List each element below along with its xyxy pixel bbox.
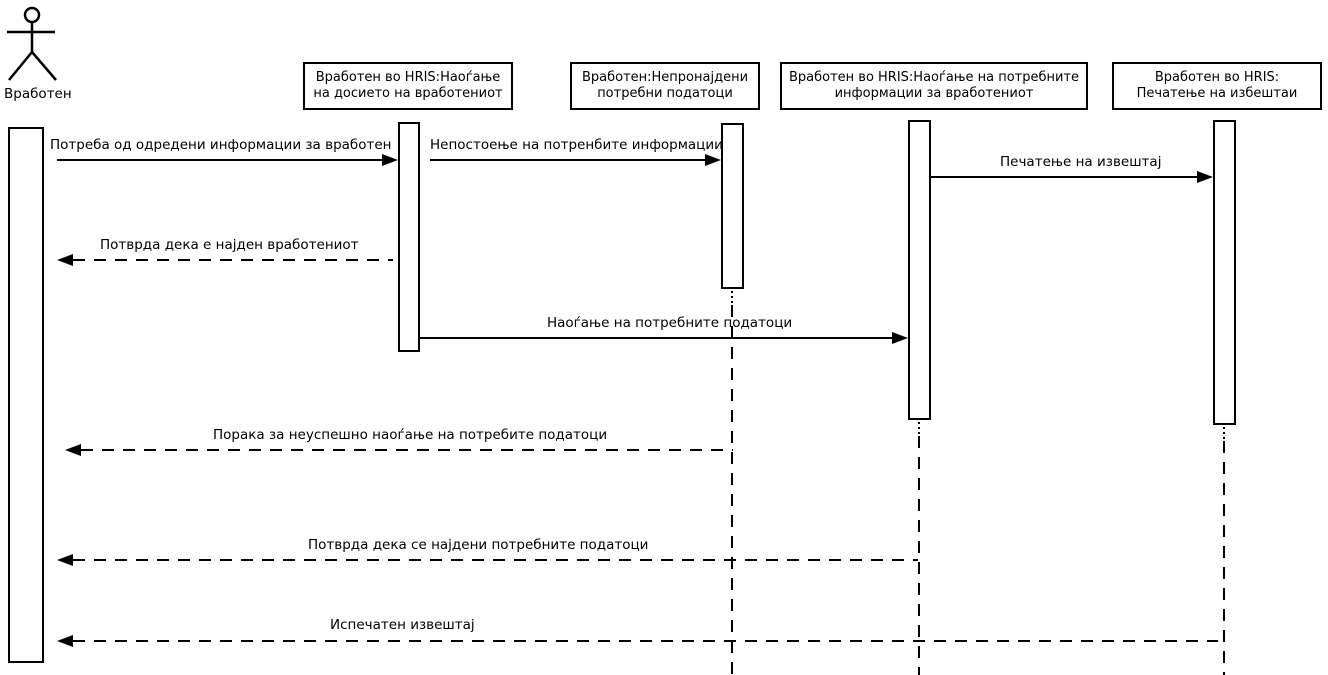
arrowhead-left-icon	[57, 554, 73, 566]
message-line	[73, 640, 1218, 642]
lifeline-line-report-print-stub	[1223, 427, 1225, 441]
message-line	[420, 337, 892, 339]
arrowhead-left-icon	[65, 444, 81, 456]
arrowhead-right-icon	[705, 154, 721, 166]
lifeline-header-label: Вработен во HRIS:Наоѓање на досието на в…	[313, 69, 503, 101]
arrowhead-left-icon	[57, 635, 73, 647]
message-label: Печатење на извештај	[1000, 154, 1162, 170]
activation-bar-data-not-found	[721, 123, 744, 289]
lifeline-line-data-not-found-stub	[731, 291, 733, 305]
activation-bar-report-print	[1213, 120, 1236, 425]
message-line	[931, 176, 1199, 178]
lifeline-line-data-not-found	[731, 305, 733, 675]
message-label: Потврда дека се најдени потребните подат…	[308, 537, 649, 553]
lifeline-header-data-not-found: Вработен:Непронајдени потребни податоци	[570, 62, 760, 110]
activation-bar-dossier-search	[398, 122, 420, 352]
arrowhead-right-icon	[892, 332, 908, 344]
message-line	[57, 159, 384, 161]
activation-bar-info-search	[908, 120, 931, 420]
activation-bar-actor	[8, 127, 44, 663]
arrowhead-right-icon	[382, 154, 398, 166]
message-line	[73, 559, 918, 561]
lifeline-line-info-search-stub	[918, 422, 920, 436]
message-line	[73, 259, 393, 261]
lifeline-header-info-search: Вработен во HRIS:Наоѓање на потребните и…	[780, 62, 1088, 110]
message-label: Потврда дека е најден вработениот	[100, 237, 359, 253]
arrowhead-left-icon	[57, 254, 73, 266]
lifeline-header-dossier-search: Вработен во HRIS:Наоѓање на досието на в…	[303, 62, 513, 110]
lifeline-line-report-print	[1223, 441, 1225, 675]
message-label: Потреба од одредени информации за вработ…	[50, 137, 392, 153]
lifeline-header-label: Вработен во HRIS: Печатење на избештаи	[1136, 69, 1298, 101]
message-line	[430, 159, 707, 161]
message-label: Порака за неуспешно наоѓање на потребите…	[213, 427, 608, 443]
message-label: Наоѓање на потребните податоци	[547, 315, 793, 331]
lifeline-header-label: Вработен:Непронајдени потребни податоци	[581, 69, 749, 101]
lifeline-line-info-search	[918, 436, 920, 675]
message-line	[81, 449, 733, 451]
lifeline-header-label: Вработен во HRIS:Наоѓање на потребните и…	[788, 69, 1080, 101]
message-label: Непостоење на потренбите информации	[430, 137, 723, 153]
lifeline-header-report-print: Вработен во HRIS: Печатење на избештаи	[1112, 62, 1322, 110]
message-label: Испечатен извештај	[330, 617, 475, 633]
actor-label: Вработен	[4, 86, 72, 102]
arrowhead-right-icon	[1197, 171, 1213, 183]
actor-stick-figure-icon	[7, 6, 57, 81]
